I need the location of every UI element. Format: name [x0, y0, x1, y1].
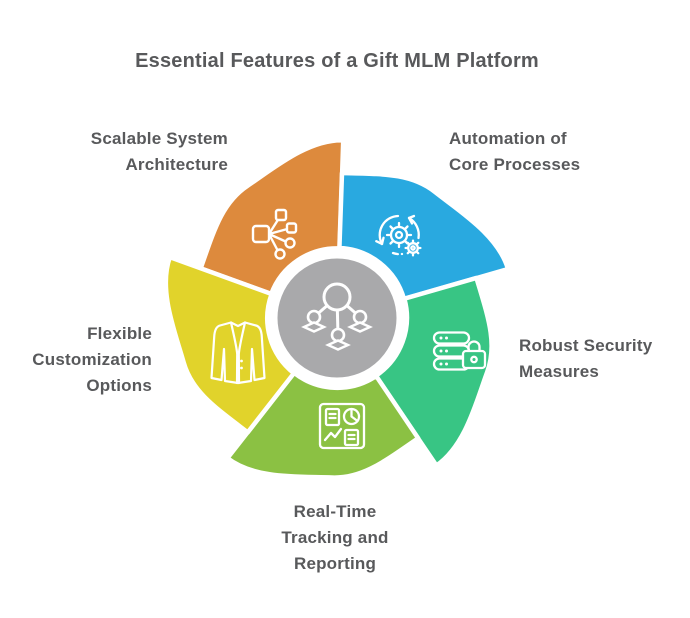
label-line: Customization: [32, 350, 152, 369]
watermark-box: [518, 559, 690, 618]
label-line: Real-Time: [293, 502, 377, 521]
label-real-time-tracking-and-reporting: Real-Time Tracking and Reporting: [281, 499, 388, 577]
page-title: Essential Features of a Gift MLM Platfor…: [135, 50, 539, 72]
suit-jacket-icon: [210, 321, 266, 385]
label-line: Measures: [519, 362, 600, 381]
feature-wheel: [137, 118, 537, 518]
network-hierarchy-icon: [301, 282, 373, 351]
label-line: Options: [86, 376, 152, 395]
automation-gears-icon: [375, 214, 422, 257]
label-flexible-customization-options: Flexible Customization Options: [32, 321, 152, 399]
scalability-icon: [251, 208, 298, 260]
label-line: Core Processes: [449, 155, 581, 174]
label-automation-of-core-processes: Automation of Core Processes: [449, 126, 580, 178]
label-line: Tracking and: [281, 528, 389, 547]
label-line: Automation of: [449, 129, 567, 148]
label-scalable-system-architecture: Scalable System Architecture: [91, 126, 228, 178]
label-line: Reporting: [293, 554, 377, 573]
secure-server-icon: [432, 331, 487, 371]
label-line: Architecture: [125, 155, 228, 174]
label-line: Robust Security: [519, 336, 653, 355]
label-line: Scalable System: [90, 129, 228, 148]
label-robust-security-measures: Robust Security Measures: [519, 333, 652, 385]
report-dashboard-icon: [318, 402, 366, 450]
label-line: Flexible: [87, 324, 152, 343]
